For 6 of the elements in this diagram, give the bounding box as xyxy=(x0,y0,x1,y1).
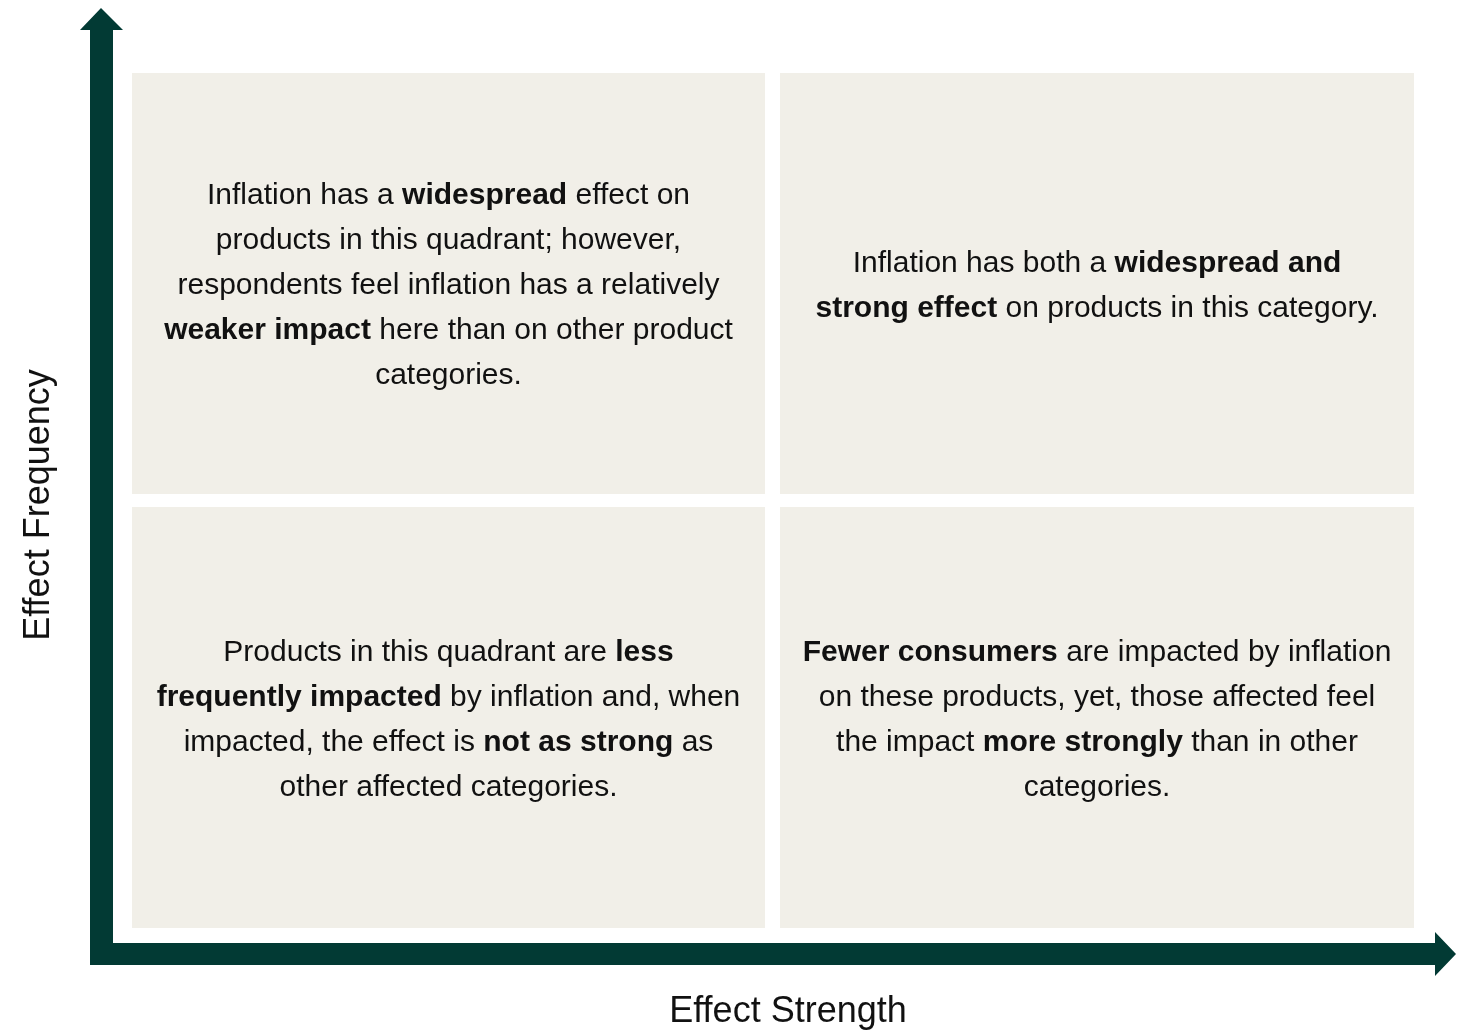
quadrant-text: Fewer consumers are impacted by inflation on these products, yet, those affected feel the impact more strongly than in other categories. xyxy=(802,632,1392,804)
x-axis-label: Effect Strength xyxy=(669,989,907,1030)
quadrant-text: Inflation has both a widespread and strong effect on products in this category. xyxy=(814,243,1380,325)
y-axis-label: Effect Frequency xyxy=(16,369,58,641)
quadrant-text: Inflation has a widespread effect on products in this quadrant; however, respondents feel inflation has a relatively weaker impact here than on other product categories. xyxy=(163,176,734,392)
quadrant-text: Products in this quadrant are less frequently impacted by inflation and, when impacted, the effect is not as strong as other affected categories. xyxy=(155,632,742,804)
